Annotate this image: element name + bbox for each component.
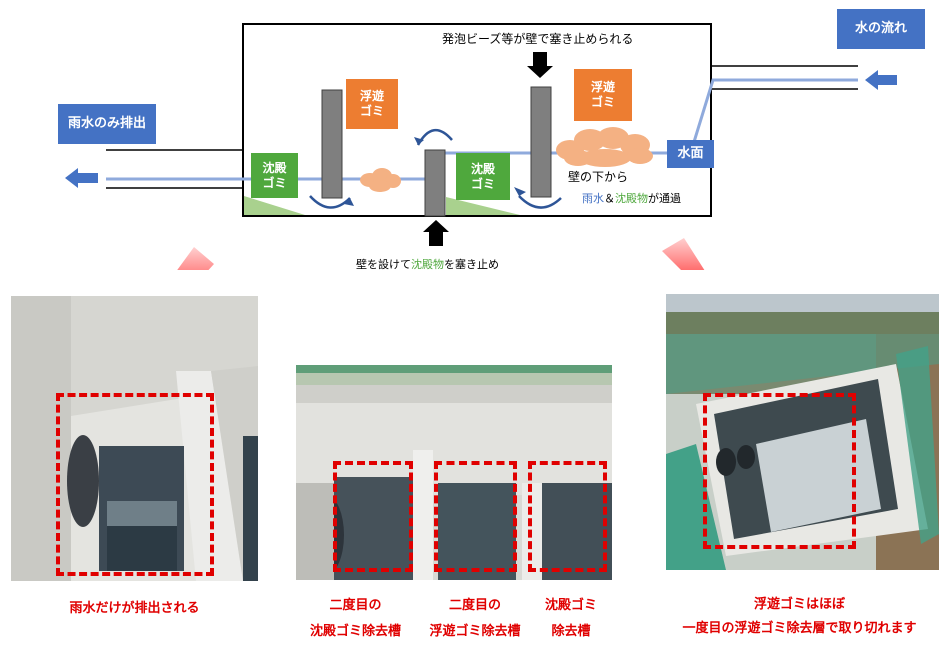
inflow-water-line [688,78,858,156]
wall-block-sediment: 沈殿物 [411,258,444,271]
rain-word: 雨水 [582,192,604,205]
caption-floating-trash-removed: 浮遊ゴミはほぼ 一度目の浮遊ゴミ除去層で取り切れます [682,597,917,636]
highlight-box [434,461,517,572]
outflow-arrow-icon [65,168,98,188]
caption-second-floating-tank: 二度目の 浮遊ゴミ除去槽 [429,598,521,639]
caption-rainwater-only: 雨水だけが排出される [69,601,200,616]
photo-three-tanks-art [296,365,612,580]
circulation-arrow-1 [309,195,351,209]
red-arrow-right-icon [662,238,705,270]
highlight-box [333,461,413,572]
wall-block-suffix: を塞き止め [444,258,499,271]
wall-2 [424,149,446,217]
up-arrow-icon [423,220,449,246]
amp-word: ＆ [604,192,615,205]
highlight-box [528,461,607,572]
photo-outflow-tank-art [11,296,258,581]
sediment-trash-label-1: 沈殿 ゴミ [251,153,298,198]
wall-block-text: 壁を設けて沈殿物を塞き止め [356,256,499,272]
down-arrow-icon [527,52,553,78]
highlight-box [703,393,856,549]
flow-diagram [65,23,897,270]
photo-outflow-tank [11,296,258,581]
wall-3 [530,86,552,198]
sediment-slope-mid [446,197,520,215]
caption-second-sediment-tank: 二度目の 沈殿ゴミ除去槽 [309,598,401,639]
sediment-trash-label-2: 沈殿 ゴミ [456,153,510,200]
photo-three-tanks [296,365,612,580]
beads-blocked-text: 発泡ビーズ等が壁で塞き止められる [442,32,634,46]
water-surface-label: 水面 [667,140,714,168]
highlight-box [56,393,214,576]
sediment-slope-left [244,196,305,215]
caption-sediment-tank: 沈殿ゴミ 除去槽 [544,598,597,639]
floating-trash-label-1: 浮遊 ゴミ [346,79,398,129]
red-arrow-left-icon [177,247,214,270]
circulation-arrow-3 [518,195,562,209]
floating-trash-large [556,127,653,167]
rainwater-outflow-label: 雨水のみ排出 [58,104,156,144]
under-wall-text: 壁の下から [568,170,629,184]
wall-block-prefix: 壁を設けて [356,258,411,271]
sediment-word: 沈殿物 [615,192,648,205]
photo-site-tanks [666,294,939,570]
pass-suffix: が通過 [648,192,681,205]
inflow-arrow-icon [865,70,897,90]
floating-trash-small [360,168,401,192]
pass-through-text: 雨水＆沈殿物が通過 [582,190,681,206]
water-flow-label: 水の流れ [837,9,925,49]
wall-1 [321,89,343,199]
floating-trash-label-2: 浮遊 ゴミ [574,69,632,121]
